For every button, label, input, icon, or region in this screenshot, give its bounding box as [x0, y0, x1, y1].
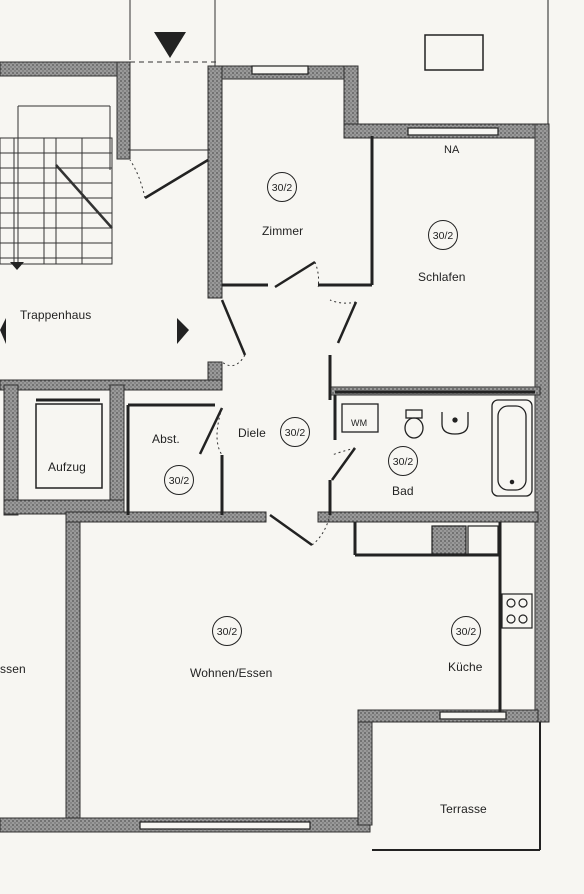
- doors: [144, 158, 358, 547]
- room-tag-zimmer: 30/2: [267, 172, 297, 202]
- room-label-diele: Diele: [238, 426, 266, 440]
- room-tag-bad: 30/2: [388, 446, 418, 476]
- room-tag-schlafen: 30/2: [428, 220, 458, 250]
- bath-fixtures: [341, 399, 533, 497]
- kitchen-fixtures: [431, 525, 533, 629]
- fixture-label-wm: WM: [351, 418, 368, 428]
- room-label-zimmer: Zimmer: [262, 224, 304, 238]
- room-label-terrasse: Terrasse: [440, 802, 487, 816]
- stairs: [0, 105, 113, 270]
- fixture-label-na: NA: [444, 144, 460, 156]
- room-tag-diele: 30/2: [280, 417, 310, 447]
- room-label-abst: Abst.: [152, 432, 180, 446]
- partitions: [126, 136, 535, 712]
- entry-arrow-icon: [154, 32, 186, 58]
- arrow-left-icon: [0, 318, 6, 344]
- arrow-right-icon: [177, 318, 189, 344]
- aufzug-shaft: [35, 398, 103, 489]
- room-label-bad: Bad: [392, 484, 414, 498]
- room-label-wohnen-essen: Wohnen/Essen: [190, 666, 273, 680]
- windows: [139, 65, 507, 830]
- room-label-aufzug: Aufzug: [48, 460, 86, 474]
- entry-zone: [128, 0, 217, 151]
- room-label-schlafen: Schlafen: [418, 270, 466, 284]
- room-tag-wohnen-essen: 30/2: [212, 616, 242, 646]
- room-label-trappenhaus: Trappenhaus: [20, 308, 92, 322]
- roof-box: [424, 34, 484, 71]
- room-label-kueche: Küche: [448, 660, 483, 674]
- room-label-essen-partial: ssen: [0, 662, 26, 676]
- room-tag-abst: 30/2: [164, 465, 194, 495]
- room-tag-kueche: 30/2: [451, 616, 481, 646]
- door-arcs: [129, 159, 357, 546]
- terrace-outline: [372, 0, 549, 851]
